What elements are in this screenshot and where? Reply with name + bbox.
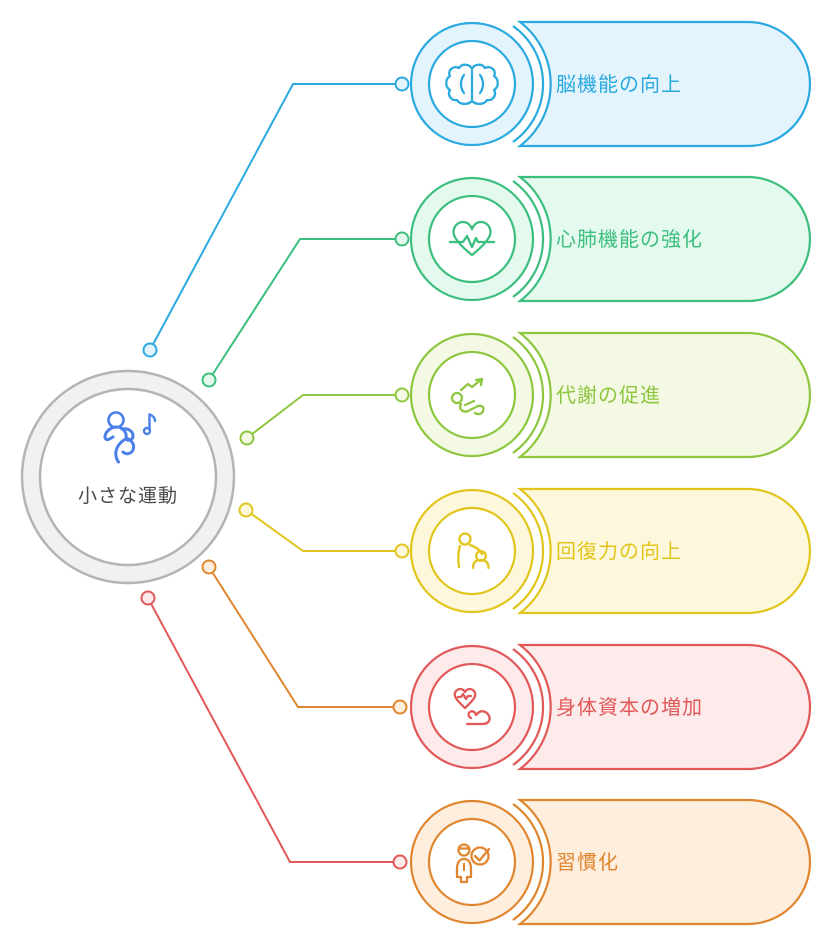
branch-pill-brain <box>516 20 812 148</box>
connector-dot-recovery-end <box>394 543 410 559</box>
branch-pill-strength <box>516 643 812 771</box>
center-inner-circle <box>38 387 218 567</box>
connector-line-recovery <box>245 509 403 552</box>
branch-label-strength: 身体資本の増加 <box>556 696 703 719</box>
branch-circle-inner-habit <box>427 817 517 907</box>
connector-dot-habit-start <box>140 590 156 606</box>
brain-icon <box>445 63 499 106</box>
branch-circle-inner-metabolism <box>427 350 517 440</box>
branch-circle-inner-strength <box>427 662 517 752</box>
connector-dot-strength-end <box>392 699 408 715</box>
connector-dot-metabolism-end <box>394 387 410 403</box>
connector-dot-habit-end <box>392 854 408 870</box>
habit-check-icon <box>455 843 491 884</box>
branch-pill-habit <box>516 798 812 926</box>
metabolism-icon <box>450 377 485 416</box>
connector-line-metabolism <box>246 394 403 439</box>
branch-circle-inner-recovery <box>427 506 517 596</box>
recovery-icon <box>457 532 490 570</box>
branch-arc-metabolism <box>512 336 545 454</box>
branch-node-brain: 脳機能の向上 <box>409 20 812 148</box>
branch-pill-metabolism <box>516 331 812 459</box>
dancing-person-icon <box>103 411 157 464</box>
connector-line-cardio <box>208 238 403 381</box>
strength-icon <box>453 687 491 726</box>
heart-pulse-icon <box>448 220 496 257</box>
connector-dot-cardio-start <box>201 372 217 388</box>
branch-label-brain: 脳機能の向上 <box>556 73 682 96</box>
branch-arc-cardio <box>512 180 545 298</box>
branch-arc-habit <box>512 803 545 921</box>
branch-label-recovery: 回復力の向上 <box>556 540 682 563</box>
branch-arc-brain <box>512 25 545 143</box>
connector-dot-brain-end <box>394 76 410 92</box>
connector-dot-cardio-end <box>394 231 410 247</box>
connector-dot-strength-start <box>201 559 217 575</box>
branch-node-metabolism: 代謝の促進 <box>409 331 812 459</box>
connector-line-habit <box>147 597 401 863</box>
center-node: 小さな運動 <box>20 369 236 585</box>
branch-circle-inner-cardio <box>427 194 517 284</box>
connector-line-brain <box>149 83 403 351</box>
connector-dot-recovery-start <box>238 502 254 518</box>
connector-line-strength <box>208 566 401 708</box>
branch-label-metabolism: 代謝の促進 <box>556 384 661 407</box>
connector-dot-metabolism-start <box>239 430 255 446</box>
connector-dot-brain-start <box>142 342 158 358</box>
branch-node-strength: 身体資本の増加 <box>409 643 812 771</box>
branch-node-cardio: 心肺機能の強化 <box>409 175 812 303</box>
branch-node-recovery: 回復力の向上 <box>409 487 812 615</box>
branch-arc-recovery <box>512 492 545 610</box>
branch-pill-recovery <box>516 487 812 615</box>
branch-arc-strength <box>512 648 545 766</box>
branch-pill-cardio <box>516 175 812 303</box>
branch-label-habit: 習慣化 <box>556 851 619 874</box>
branch-label-cardio: 心肺機能の強化 <box>556 228 703 251</box>
branch-node-habit: 習慣化 <box>409 798 812 926</box>
center-label: 小さな運動 <box>78 485 178 507</box>
